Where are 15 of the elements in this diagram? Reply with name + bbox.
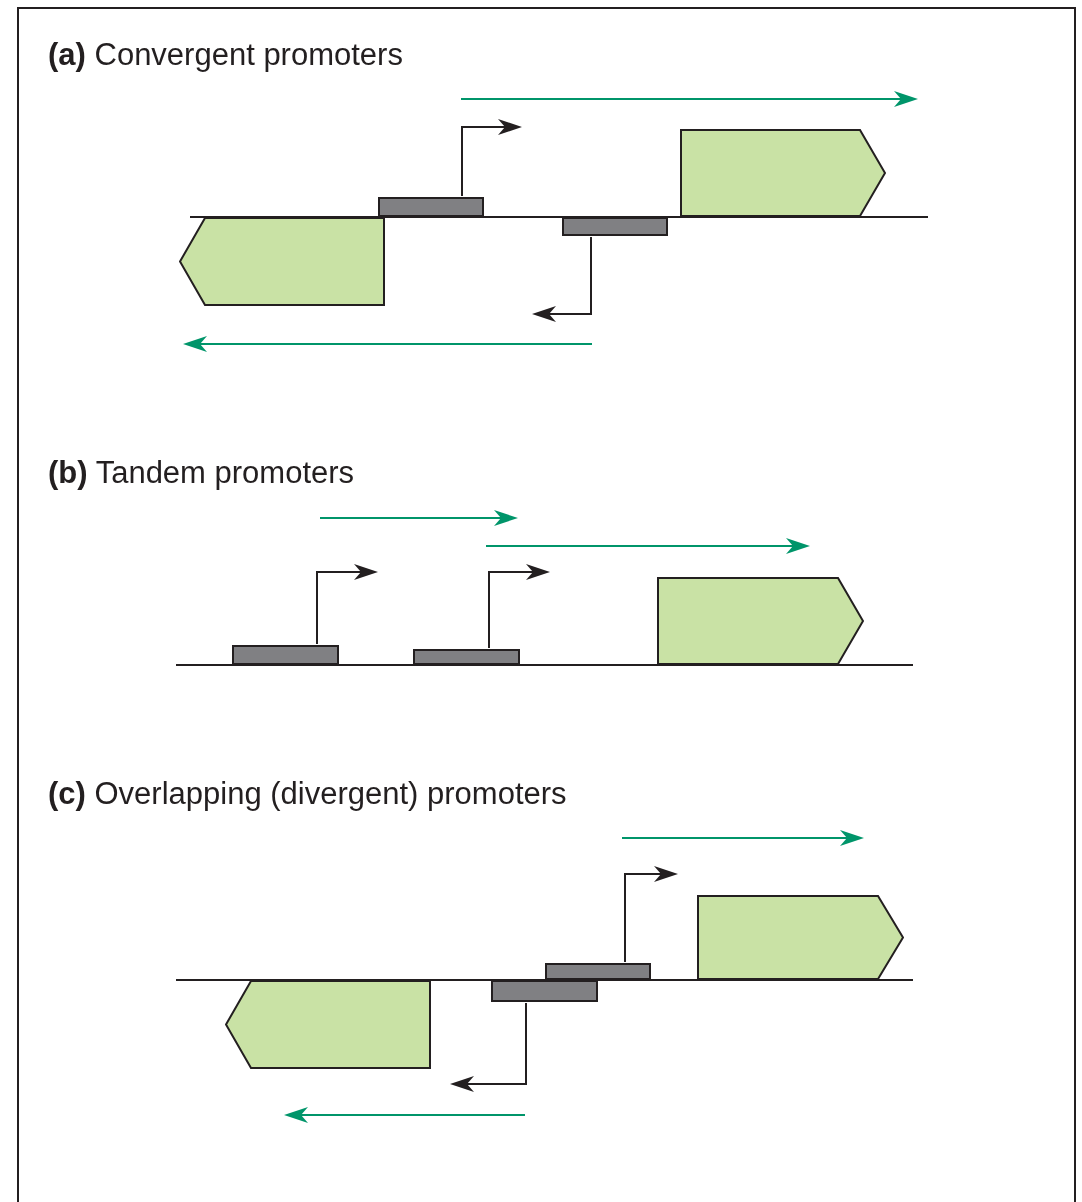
- panel-title: (a) Convergent promoters: [48, 37, 403, 73]
- panel-title: (b) Tandem promoters: [48, 455, 355, 491]
- transcription-start-arrow: [461, 119, 522, 197]
- promoter-bar: [545, 963, 651, 980]
- transcription-start-arrow: [624, 866, 678, 963]
- transcription-start-arrow: [450, 1002, 527, 1092]
- transcription-start-arrow: [316, 564, 378, 645]
- promoter-bar: [562, 217, 668, 236]
- transcription-start-arrow: [532, 236, 592, 322]
- transcription-start-arrow: [488, 564, 550, 649]
- promoter-bar: [378, 197, 484, 217]
- promoter-bar: [232, 645, 339, 665]
- panel-title: (c) Overlapping (divergent) promoters: [48, 776, 567, 812]
- promoter-bar: [413, 649, 520, 665]
- promoter-bar: [491, 980, 598, 1002]
